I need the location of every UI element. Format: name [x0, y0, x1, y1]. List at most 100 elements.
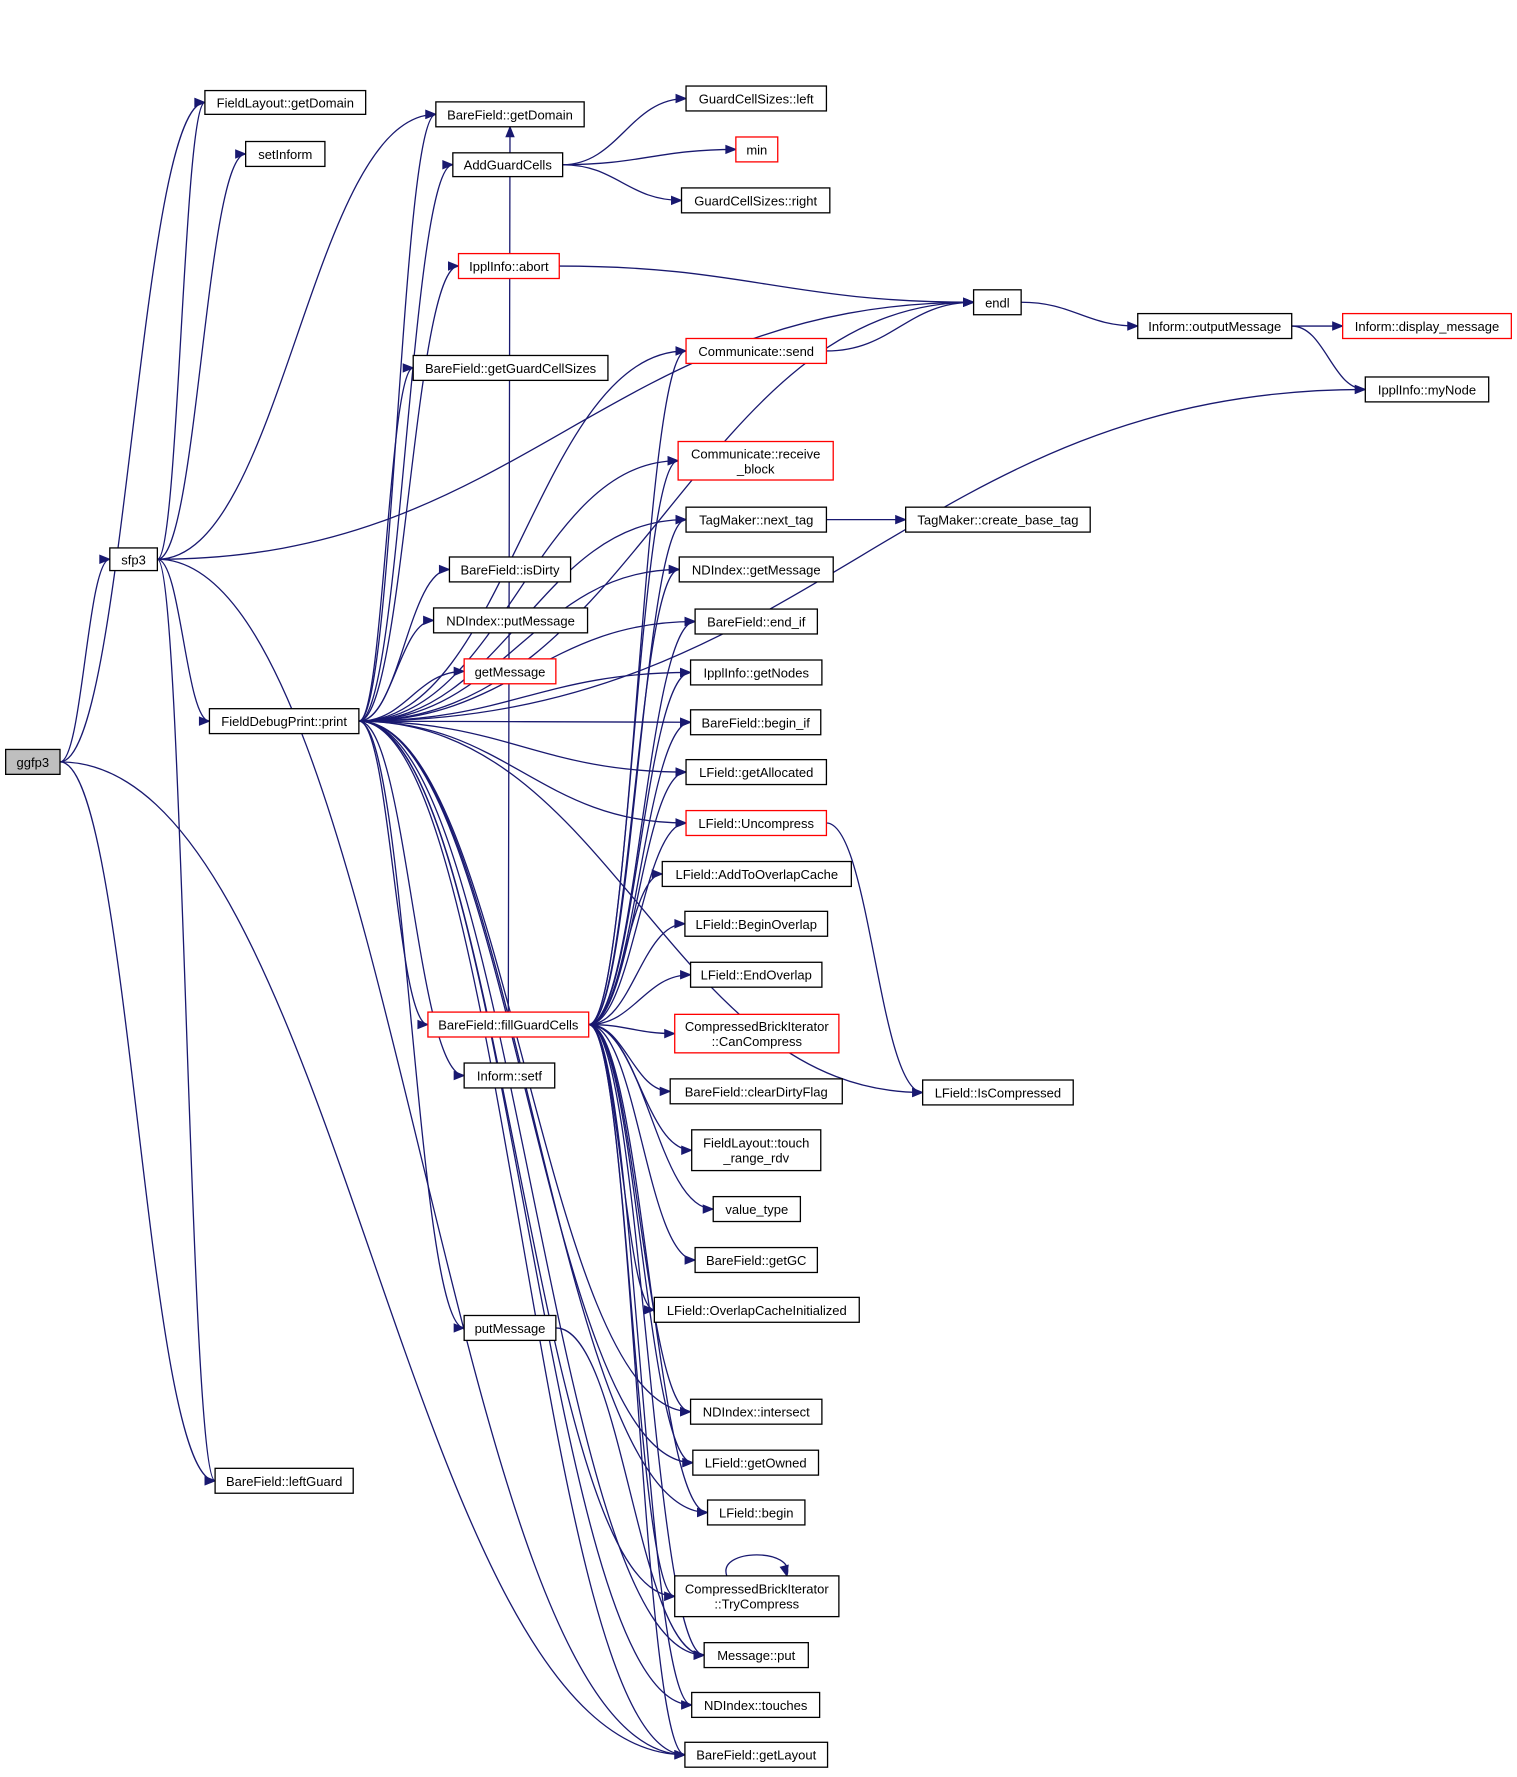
- node-inform-outputmessage[interactable]: Inform::outputMessage: [1137, 312, 1293, 340]
- node-box: [694, 608, 819, 635]
- node-inform-displaymessage[interactable]: Inform::display_message: [1342, 312, 1512, 340]
- node-lf-addtooverlapcache[interactable]: LField::AddToOverlapCache: [661, 860, 852, 888]
- node-tm-nexttag[interactable]: TagMaker::next_tag: [685, 506, 828, 533]
- node-gcs-left[interactable]: GuardCellSizes::left: [685, 85, 828, 112]
- node-lf-getowned[interactable]: LField::getOwned: [692, 1449, 820, 1476]
- node-lf-beginoverlap[interactable]: LField::BeginOverlap: [684, 910, 829, 937]
- node-ndi-intersect[interactable]: NDIndex::intersect: [689, 1398, 823, 1425]
- node-bf-isdirty[interactable]: BareField::isDirty: [448, 556, 572, 583]
- node-lf-getallocated[interactable]: LField::getAllocated: [685, 758, 828, 786]
- edge-arrowhead: [675, 767, 688, 777]
- node-endl[interactable]: endl: [972, 289, 1022, 316]
- node-tm-createbasetag[interactable]: TagMaker::create_base_tag: [905, 506, 1091, 533]
- call-edge-line: [559, 265, 974, 303]
- node-box: [689, 1398, 823, 1425]
- node-sfp3[interactable]: sfp3: [109, 547, 159, 572]
- call-edge-line: [555, 1327, 705, 1656]
- node-fl-touchrange[interactable]: FieldLayout::touch_range_rdv: [691, 1129, 822, 1172]
- node-label: sfp3: [121, 552, 146, 567]
- node-lf-begin[interactable]: LField::begin: [706, 1499, 806, 1526]
- call-edge-sfp3-to-fdp_print: [157, 558, 211, 726]
- node-lf-overlapcacheinit[interactable]: LField::OverlapCacheInitialized: [653, 1296, 860, 1323]
- node-bf-leftguard[interactable]: BareField::leftGuard: [214, 1467, 354, 1494]
- node-msg-put[interactable]: Message::put: [703, 1642, 809, 1669]
- call-edge-sfp3-to-fl_getdomain: [156, 97, 207, 560]
- edge-arrowhead: [675, 514, 688, 525]
- node-cbi-cancompress[interactable]: CompressedBrickIterator::CanCompress: [674, 1013, 840, 1054]
- node-putmessage[interactable]: putMessage: [463, 1314, 557, 1342]
- node-ndi-putmessage[interactable]: NDIndex::putMessage: [432, 607, 589, 634]
- node-fl-getdomain[interactable]: FieldLayout::getDomain: [204, 89, 367, 115]
- node-lf-endoverlap[interactable]: LField::EndOverlap: [689, 961, 823, 988]
- node-box: [680, 187, 831, 214]
- call-edge-line: [157, 558, 210, 722]
- node-label: NDIndex::intersect: [703, 1405, 810, 1420]
- node-ndi-getmessage[interactable]: NDIndex::getMessage: [678, 556, 834, 583]
- node-box: [905, 506, 1091, 533]
- call-edge-line: [358, 720, 923, 1094]
- node-label: BareField::end_if: [707, 615, 806, 630]
- node-bf-getlayout[interactable]: BareField::getLayout: [684, 1741, 829, 1768]
- node-label: LField::begin: [719, 1505, 793, 1520]
- call-edge-line: [588, 974, 691, 1026]
- node-value-type[interactable]: value_type: [712, 1195, 802, 1223]
- node-label: BareField::getGuardCellSizes: [425, 361, 597, 376]
- node-box: [685, 809, 828, 837]
- node-bf-cleardirtyflag[interactable]: BareField::clearDirtyFlag: [669, 1078, 843, 1105]
- call-edge-bf_fillguardcells-to-lf_uncompress: [588, 818, 688, 1026]
- node-inform-setf[interactable]: Inform::setf: [463, 1062, 556, 1089]
- node-bf-getguardcellsizes[interactable]: BareField::getGuardCellSizes: [412, 354, 609, 382]
- node-label: TagMaker::create_base_tag: [917, 513, 1078, 528]
- node-comm-send[interactable]: Communicate::send: [685, 337, 828, 365]
- node-comm-receive[interactable]: Communicate::receive_block: [677, 440, 834, 481]
- call-edge-line: [588, 671, 691, 1026]
- edge-arrowhead: [680, 1406, 692, 1417]
- node-box: [669, 1078, 843, 1105]
- node-bf-getgc[interactable]: BareField::getGC: [694, 1246, 819, 1274]
- edge-arrowhead: [681, 1145, 694, 1155]
- node-box: [432, 607, 589, 634]
- edge-arrowhead: [453, 1070, 466, 1081]
- node-ippl-getnodes[interactable]: IpplInfo::getNodes: [689, 659, 823, 686]
- node-box: [972, 289, 1022, 316]
- node-box: [703, 1642, 809, 1669]
- node-lf-iscompressed[interactable]: LField::IsCompressed: [922, 1079, 1074, 1106]
- node-ippl-mynode[interactable]: IpplInfo::myNode: [1364, 376, 1490, 403]
- edge-arrowhead: [505, 125, 515, 138]
- nodes-layer: ggfp3 sfp3 FieldLayout::getDomainsetInform…: [5, 85, 1512, 1768]
- node-fdp-print[interactable]: FieldDebugPrint::print: [208, 708, 360, 735]
- node-getmessage[interactable]: getMessage: [463, 658, 557, 685]
- node-box: [214, 1467, 354, 1494]
- edge-arrowhead: [1127, 321, 1140, 331]
- node-box: [685, 337, 828, 365]
- node-box: [677, 440, 834, 481]
- edge-arrowhead: [668, 564, 681, 575]
- node-label: min: [746, 142, 767, 157]
- node-min[interactable]: min: [735, 136, 779, 163]
- call-edge-bf_fillguardcells-to-lf_getowned: [588, 1023, 695, 1468]
- node-gcs-right[interactable]: GuardCellSizes::right: [680, 187, 831, 214]
- call-edge-sfp3-to-bf_leftguard: [156, 558, 217, 1486]
- call-edge-bf_fillguardcells-to-ndi_getmessage: [588, 564, 681, 1026]
- node-bf-endif[interactable]: BareField::end_if: [694, 608, 819, 635]
- node-ggfp3[interactable]: ggfp3: [5, 748, 61, 775]
- call-edge-line: [358, 720, 691, 723]
- node-bf-getdomain[interactable]: BareField::getDomain: [435, 101, 585, 128]
- node-bf-beginif[interactable]: BareField::begin_if: [689, 709, 822, 736]
- edge-arrowhead: [99, 554, 112, 564]
- node-box: [689, 961, 823, 988]
- node-setinform[interactable]: setInform: [245, 140, 326, 168]
- node-bf-fillguardcells[interactable]: BareField::fillGuardCells: [427, 1011, 590, 1038]
- node-label: LField::OverlapCacheInitialized: [667, 1303, 847, 1318]
- call-edge-line: [562, 97, 687, 166]
- call-edge-line: [358, 720, 465, 1329]
- call-edge-fdp_print-to-addguardcells: [358, 159, 455, 722]
- node-lf-uncompress[interactable]: LField::Uncompress: [685, 809, 828, 837]
- node-cbi-trycompress[interactable]: CompressedBrickIterator::TryCompress: [674, 1575, 840, 1618]
- node-addguardcells[interactable]: AddGuardCells: [452, 152, 564, 178]
- node-box: [1137, 312, 1293, 340]
- node-ippl-abort[interactable]: IpplInfo::abort: [457, 252, 560, 280]
- node-ndi-touches[interactable]: NDIndex::touches: [691, 1691, 821, 1719]
- node-label: FieldLayout::getDomain: [217, 95, 354, 110]
- call-edge-sfp3-to-bf_getdomain: [157, 109, 438, 560]
